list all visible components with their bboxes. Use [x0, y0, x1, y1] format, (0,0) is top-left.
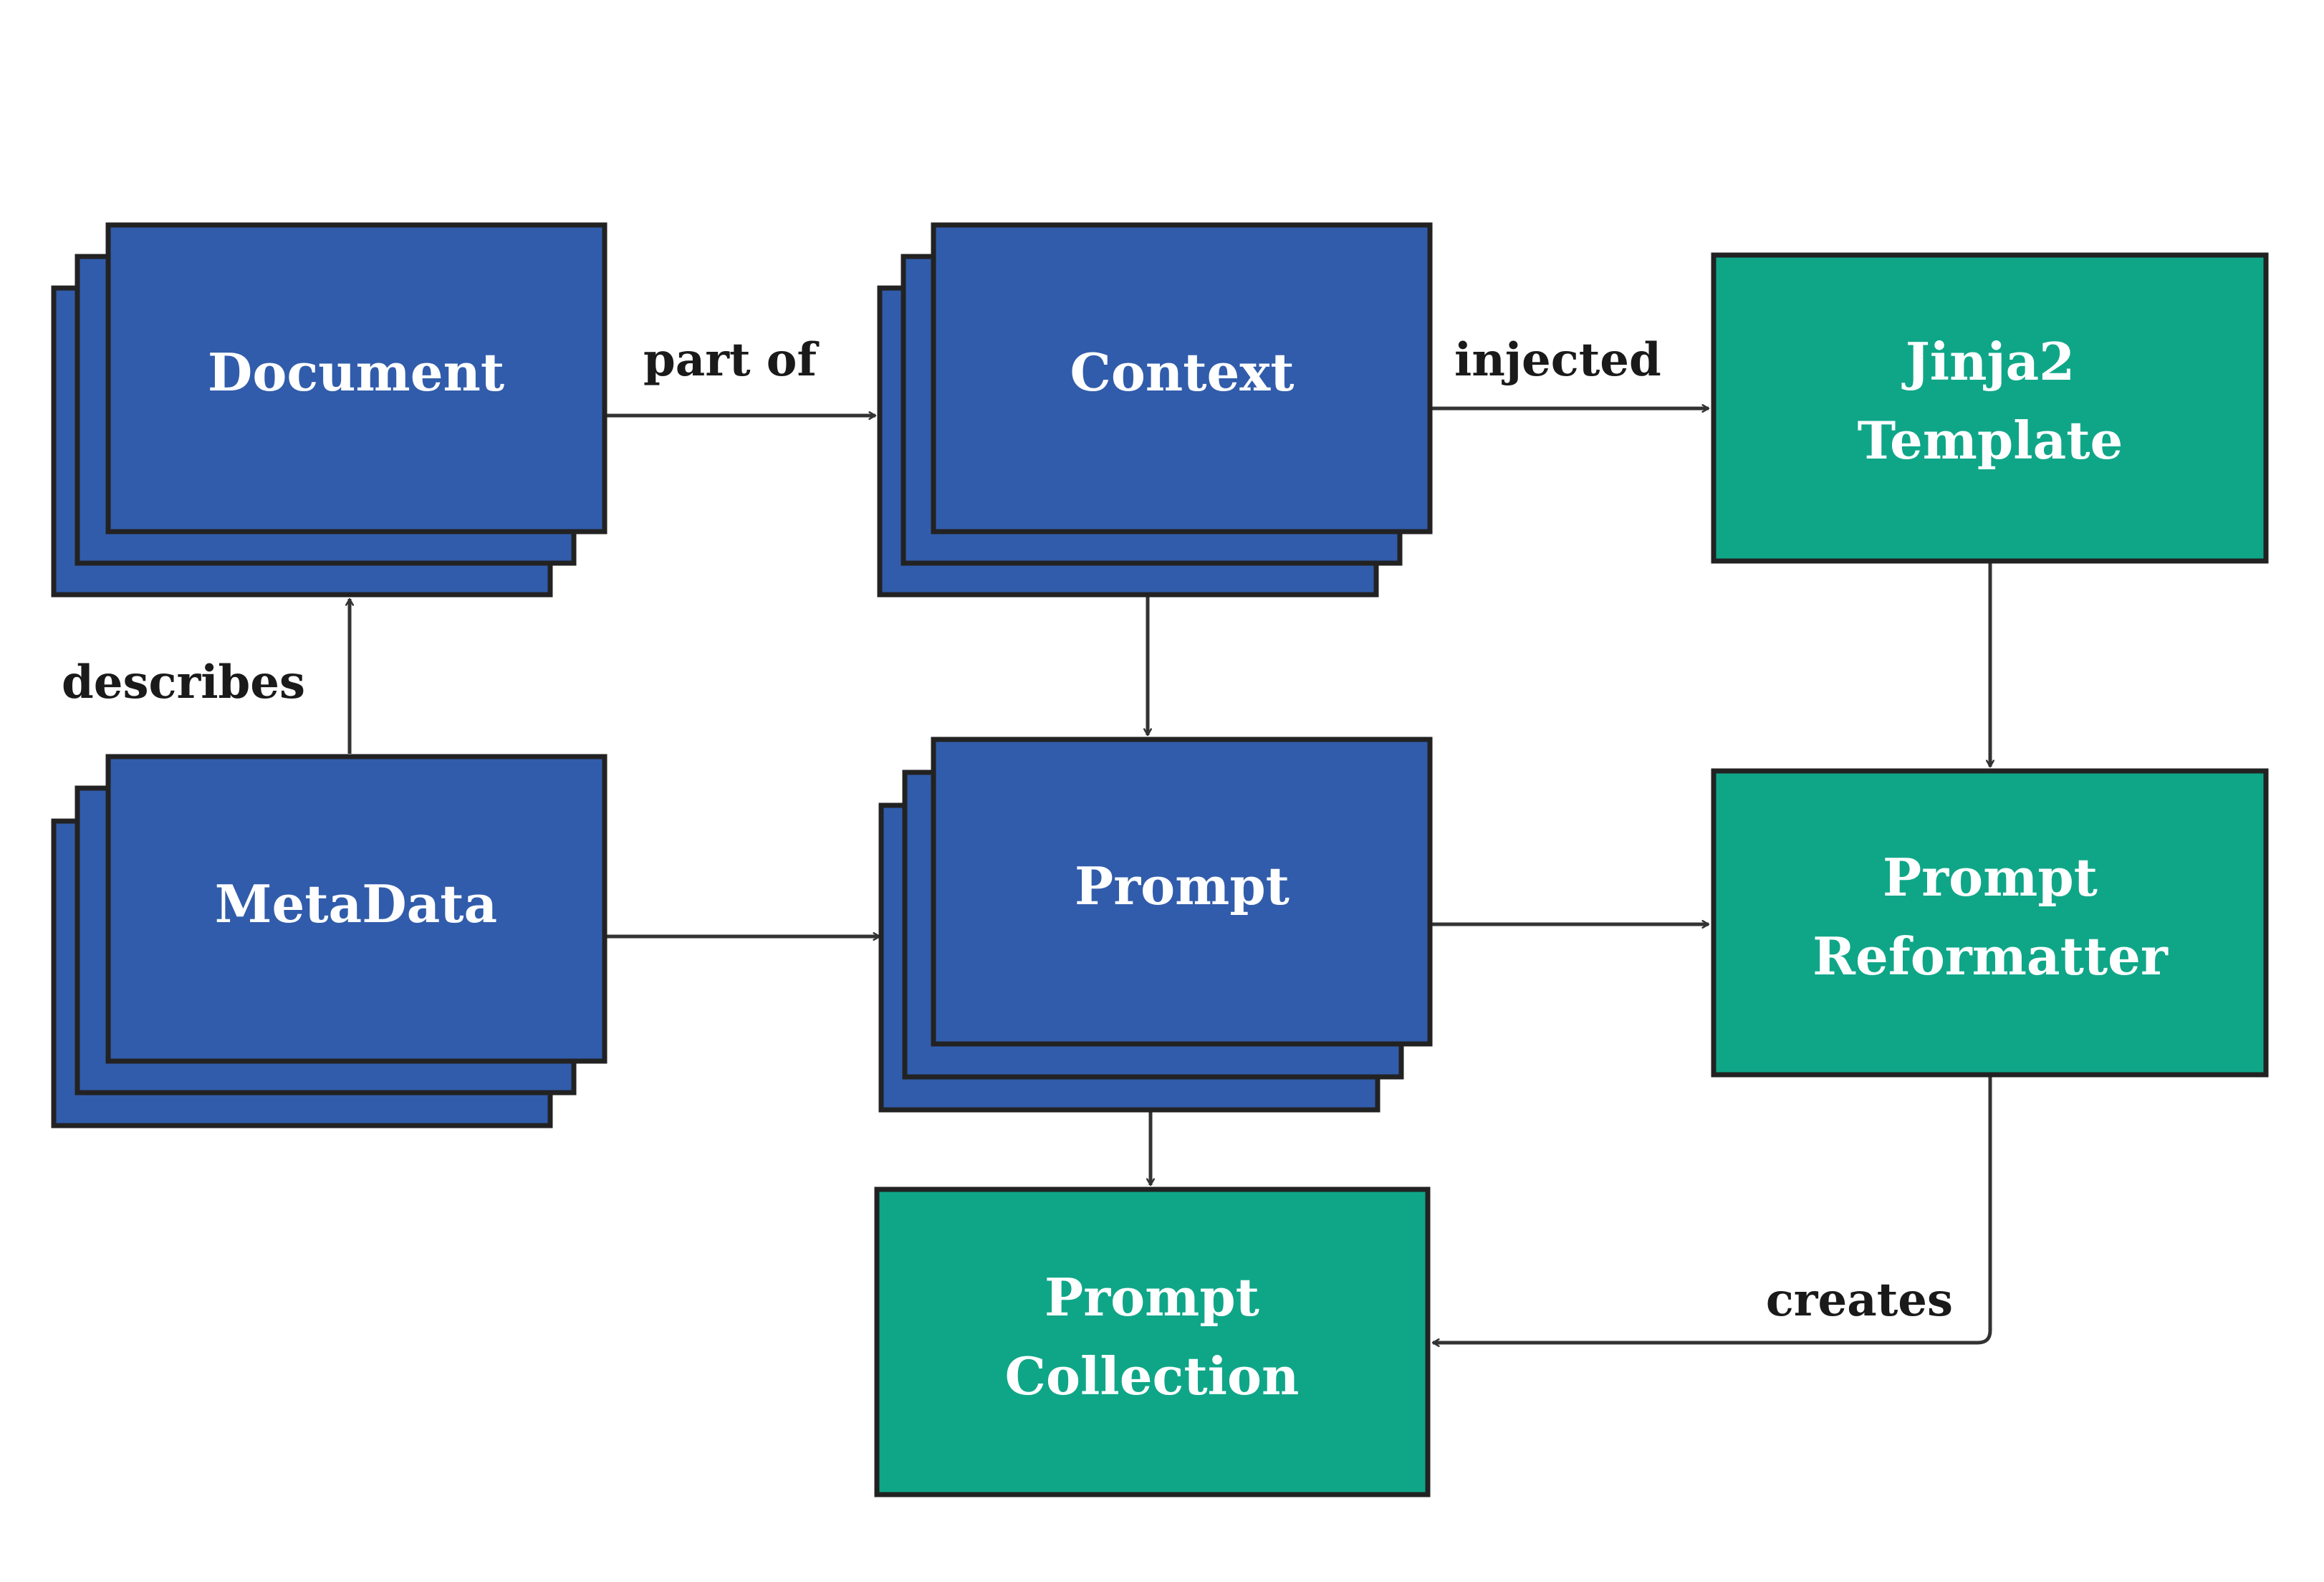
edges: [345, 404, 1994, 1347]
node-document: Document: [51, 222, 608, 598]
context-label: Context: [1070, 342, 1295, 403]
edge-reformatter-to-collection: [1431, 1075, 1992, 1347]
edge-label-injected: injected: [1454, 333, 1661, 387]
node-prompt-reformatter: Prompt Reformatter: [1711, 768, 2269, 1078]
node-prompt-collection: Prompt Collection: [874, 1186, 1431, 1497]
document-label: Document: [208, 342, 504, 403]
document-box: [105, 222, 608, 534]
prompt-label: Prompt: [1075, 855, 1290, 916]
metadata-label: MetaData: [215, 873, 497, 934]
edge-label-creates: creates: [1766, 1273, 1953, 1327]
prompt-reformatter-box: [1711, 768, 2269, 1078]
edge-labels: part of injected describes creates: [62, 333, 1953, 1327]
prompt-collection-label-line1: Prompt: [1045, 1267, 1259, 1328]
node-jinja2-template: Jinja2 Template: [1711, 252, 2269, 564]
context-box: [931, 222, 1433, 534]
jinja2-template-box: [1711, 252, 2269, 564]
node-context: Context: [877, 222, 1433, 598]
metadata-box: [105, 754, 608, 1064]
prompt-collection-label-line2: Collection: [1005, 1346, 1300, 1406]
node-prompt: Prompt: [878, 737, 1433, 1113]
prompt-reformatter-label-line1: Prompt: [1883, 847, 2098, 908]
prompt-reformatter-label-line2: Reformatter: [1812, 926, 2169, 987]
prompt-collection-box: [874, 1186, 1431, 1497]
edge-label-describes: describes: [62, 656, 305, 709]
jinja2-template-label-line1: Jinja2: [1901, 331, 2075, 392]
jinja2-template-label-line2: Template: [1858, 410, 2123, 471]
node-metadata: MetaData: [51, 754, 608, 1128]
edge-label-part-of: part of: [643, 333, 819, 387]
prompt-box: [931, 737, 1433, 1047]
